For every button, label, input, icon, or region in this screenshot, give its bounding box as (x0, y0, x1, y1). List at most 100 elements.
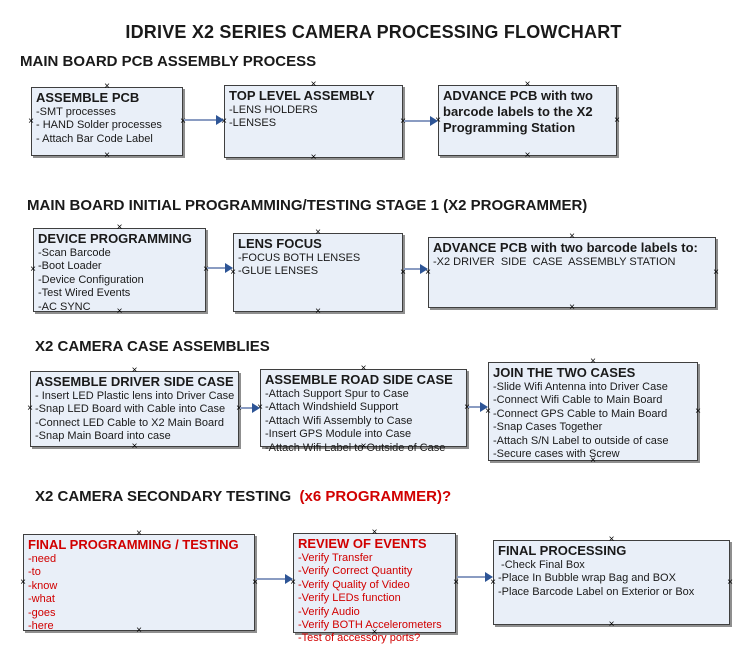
box-title: LENS FOCUS (238, 236, 322, 251)
box-line: -Verify LEDs function (298, 592, 401, 605)
box-line: -Verify Transfer (298, 552, 373, 564)
flow-arrow-7 (256, 574, 293, 584)
box-line: -Snap LED Board with Cable into Case (35, 403, 226, 416)
box-line: -Attach Windshield Support (265, 401, 399, 414)
box-line: -Insert GPS Module into Case (265, 428, 412, 441)
connection-point-icon: × (727, 576, 733, 588)
box-line: -Connect GPS Cable to Main Board (493, 407, 668, 420)
box-join-the-two-cases[interactable]: JOIN THE TWO CASES-Slide Wifi Antenna in… (485, 357, 701, 466)
flow-arrow-8 (457, 572, 493, 582)
box-assemble-driver-side-case[interactable]: ASSEMBLE DRIVER SIDE CASE- Insert LED Pl… (27, 366, 242, 452)
arrow-line (256, 578, 287, 580)
box-line: - Attach Bar Code Label (36, 132, 153, 145)
box-line: -Secure cases with Screw (493, 448, 620, 461)
box-line: -Verify BOTH Accelerometers (298, 619, 442, 632)
box-title: ASSEMBLE ROAD SIDE CASE (265, 372, 453, 387)
box-line: -Attach Wifi Label to Outside of Case (265, 441, 446, 454)
arrow-head-icon (480, 402, 488, 412)
box-line: -need (28, 553, 57, 565)
box-line: -goes (28, 606, 56, 619)
box-line: -Check Final Box (498, 559, 585, 571)
arrow-head-icon (430, 116, 438, 126)
arrow-line (457, 576, 487, 578)
box-top-level-assembly[interactable]: TOP LEVEL ASSEMBLY-LENS HOLDERS-LENSES××… (221, 80, 406, 163)
box-line: -Test of accessory ports? (298, 632, 421, 645)
box-line: -Attach S/N Label to outside of case (493, 434, 669, 447)
arrow-line (207, 267, 227, 269)
box-line: -Place In Bubble wrap Bag and BOX (498, 572, 676, 585)
box-line: -LENS HOLDERS (229, 104, 318, 116)
box-title: JOIN THE TWO CASES (493, 365, 636, 380)
box-review-of-events[interactable]: REVIEW OF EVENTS-Verify Transfer-Verify … (290, 528, 459, 645)
connection-point-icon: × (310, 152, 317, 163)
heading-red-text: (x6 PROGRAMMER)? (295, 488, 452, 505)
box-assemble-pcb[interactable]: ASSEMBLE PCB-SMT processes- HAND Solder … (28, 82, 186, 161)
box-line: - HAND Solder processes (36, 119, 162, 132)
box-advance-pcb-driver-side[interactable]: ADVANCE PCB with two barcode labels to:-… (425, 232, 719, 313)
box-line: -LENSES (229, 117, 277, 130)
arrow-line (404, 268, 422, 270)
flowchart-title: IDRIVE X2 SERIES CAMERA PROCESSING FLOWC… (125, 22, 622, 42)
box-lens-focus[interactable]: LENS FOCUS-FOCUS BOTH LENSES-GLUE LENSES… (230, 228, 406, 317)
heading-text: X2 CAMERA SECONDARY TESTING (35, 488, 296, 505)
connection-point-icon: × (27, 403, 33, 414)
connection-point-icon: × (20, 576, 26, 588)
connection-point-icon: × (569, 302, 575, 313)
connection-point-icon: × (614, 114, 620, 126)
box-final-programming-testing[interactable]: FINAL PROGRAMMING / TESTING-need-to-know… (20, 529, 258, 636)
box-line: -Connect Wifi Cable to Main Board (493, 394, 663, 407)
box-line: -Snap Cases Together (493, 421, 603, 434)
box-title: DEVICE PROGRAMMING (38, 231, 192, 246)
box-title: ADVANCE PCB with two barcode labels to t… (443, 88, 593, 135)
arrow-line (468, 406, 482, 408)
box-title: FINAL PROGRAMMING / TESTING (28, 537, 239, 552)
arrow-line (404, 120, 432, 122)
box-title: ASSEMBLE PCB (36, 90, 140, 105)
arrow-line (184, 119, 218, 121)
box-assemble-road-side-case[interactable]: ASSEMBLE ROAD SIDE CASE-Attach Support S… (257, 364, 470, 454)
section-heading-initial-programming: MAIN BOARD INITIAL PROGRAMMING/TESTING S… (27, 197, 587, 214)
flow-arrow-3 (207, 263, 233, 273)
box-line: -X2 DRIVER SIDE CASE ASSEMBLY STATION (433, 256, 676, 268)
section-heading-secondary-testing: X2 CAMERA SECONDARY TESTING (x6 PROGRAMM… (35, 488, 451, 505)
box-line: -here (28, 620, 54, 633)
flow-arrow-2 (404, 116, 438, 126)
box-line: -to (28, 566, 41, 579)
box-final-processing[interactable]: FINAL PROCESSING -Check Final Box-Place … (490, 535, 733, 630)
box-line: -GLUE LENSES (238, 265, 319, 278)
box-line: -Verify Audio (298, 605, 360, 618)
box-title: ASSEMBLE DRIVER SIDE CASE (35, 374, 234, 389)
connection-point-icon: × (608, 619, 615, 630)
arrow-head-icon (420, 264, 428, 274)
arrow-head-icon (225, 263, 233, 273)
box-device-programming[interactable]: DEVICE PROGRAMMING-Scan Barcode-Boot Loa… (30, 223, 209, 317)
box-title: ADVANCE PCB with two barcode labels to: (433, 240, 698, 255)
connection-point-icon: × (104, 150, 110, 161)
box-advance-pcb-programming-station[interactable]: ADVANCE PCB with two barcode labels to t… (435, 80, 620, 161)
connection-point-icon: × (524, 150, 531, 161)
box-line: -FOCUS BOTH LENSES (238, 252, 361, 264)
section-heading-pcb-assembly: MAIN BOARD PCB ASSEMBLY PROCESS (20, 53, 316, 70)
box-line: -Attach Support Spur to Case (265, 388, 409, 400)
box-line: -Verify Correct Quantity (298, 565, 413, 578)
box-title: TOP LEVEL ASSEMBLY (229, 88, 375, 103)
arrow-line (240, 407, 254, 409)
box-line: -Verify Quality of Video (298, 578, 410, 591)
box-line: -what (28, 593, 55, 606)
heading-text: MAIN BOARD INITIAL PROGRAMMING/TESTING S… (27, 197, 588, 214)
flow-arrow-1 (184, 115, 224, 125)
box-line: -Boot Loader (38, 260, 102, 273)
box-line: -Device Configuration (38, 273, 144, 286)
section-heading-case-assemblies: X2 CAMERA CASE ASSEMBLIES (35, 338, 270, 355)
box-line: -Test Wired Events (38, 287, 131, 300)
box-line: -Snap Main Board into case (35, 430, 171, 443)
box-line: -know (28, 579, 58, 592)
connection-point-icon: × (30, 264, 36, 275)
connection-point-icon: × (695, 405, 701, 417)
box-title: REVIEW OF EVENTS (298, 536, 427, 551)
heading-text: MAIN BOARD PCB ASSEMBLY PROCESS (20, 53, 317, 70)
heading-text: X2 CAMERA CASE ASSEMBLIES (35, 338, 270, 355)
flow-arrow-4 (404, 264, 428, 274)
flow-arrow-6 (468, 402, 488, 412)
arrow-head-icon (252, 403, 260, 413)
